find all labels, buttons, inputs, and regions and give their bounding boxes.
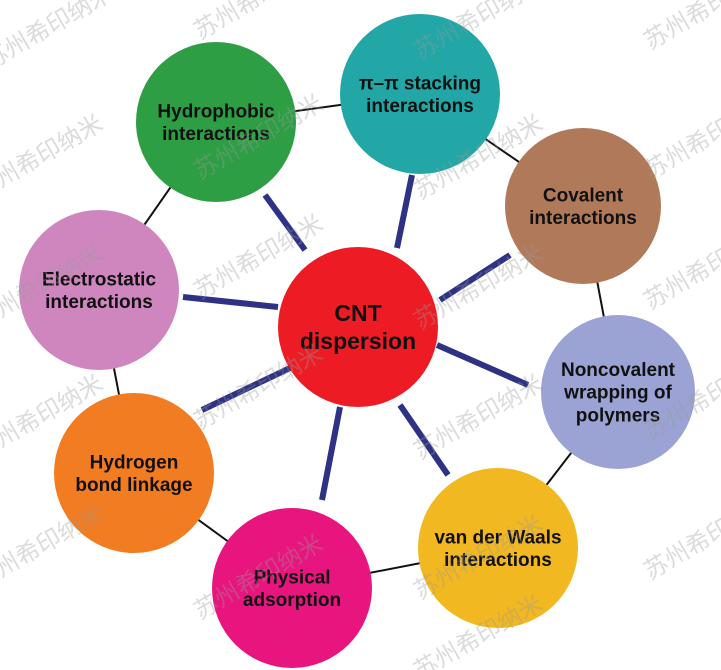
spokes — [182, 174, 530, 501]
node-circle — [212, 508, 372, 668]
node-label-line: Hydrophobic — [157, 101, 275, 122]
node-label-line: π–π stacking — [359, 73, 481, 94]
node-circle — [19, 210, 179, 370]
center-circle — [278, 247, 438, 407]
watermark-text: 苏州希印纳米 — [639, 89, 721, 185]
node-label-line: interactions — [162, 124, 270, 145]
node-label-line: wrapping of — [563, 383, 672, 404]
center-label-line: CNT — [334, 300, 381, 326]
node-circle — [541, 315, 695, 469]
node-label-line: Electrostatic — [42, 269, 156, 290]
node-circle — [136, 42, 296, 202]
spoke-electrostatic — [182, 294, 279, 310]
node-circle — [340, 14, 500, 174]
spoke-pi-pi — [394, 174, 415, 249]
node-label-line: Noncovalent — [561, 360, 676, 381]
spoke-hydrophobic — [262, 193, 308, 252]
spoke-hydrogen-bond — [200, 365, 292, 413]
node-label-line: bond linkage — [75, 475, 192, 496]
spoke-covalent — [438, 252, 512, 303]
node-label-line: interactions — [366, 96, 474, 117]
node-circle — [418, 468, 578, 628]
watermark-text: 苏州希印纳米 — [0, 109, 108, 205]
node-label-line: Covalent — [543, 185, 624, 206]
node-label-line: Hydrogen — [90, 452, 179, 473]
watermark-text: 苏州希印纳米 — [189, 0, 328, 45]
node-circle — [54, 393, 214, 553]
node-label-line: van der Waals — [434, 527, 561, 548]
center-label-line: dispersion — [300, 328, 416, 354]
watermark-text: 苏州希印纳米 — [409, 369, 548, 465]
spoke-van-der-waals — [397, 403, 451, 477]
node-label-line: interactions — [444, 550, 552, 571]
node-label-line: interactions — [45, 292, 153, 313]
node-label-line: interactions — [529, 208, 637, 229]
watermark-text: 苏州希印纳米 — [0, 499, 108, 595]
node-label-line: adsorption — [243, 590, 341, 611]
spoke-noncovalent — [435, 342, 530, 388]
node-circle — [505, 128, 661, 284]
node-label-line: Physical — [253, 567, 330, 588]
watermark-text: 苏州希印纳米 — [639, 489, 721, 585]
node-label-line: polymers — [576, 405, 660, 426]
watermark-text: 苏州希印纳米 — [639, 0, 721, 55]
watermark-text: 苏州希印纳米 — [0, 0, 118, 75]
spoke-physical-adsorption — [319, 406, 343, 501]
watermark-text: 苏州希印纳米 — [409, 239, 548, 335]
